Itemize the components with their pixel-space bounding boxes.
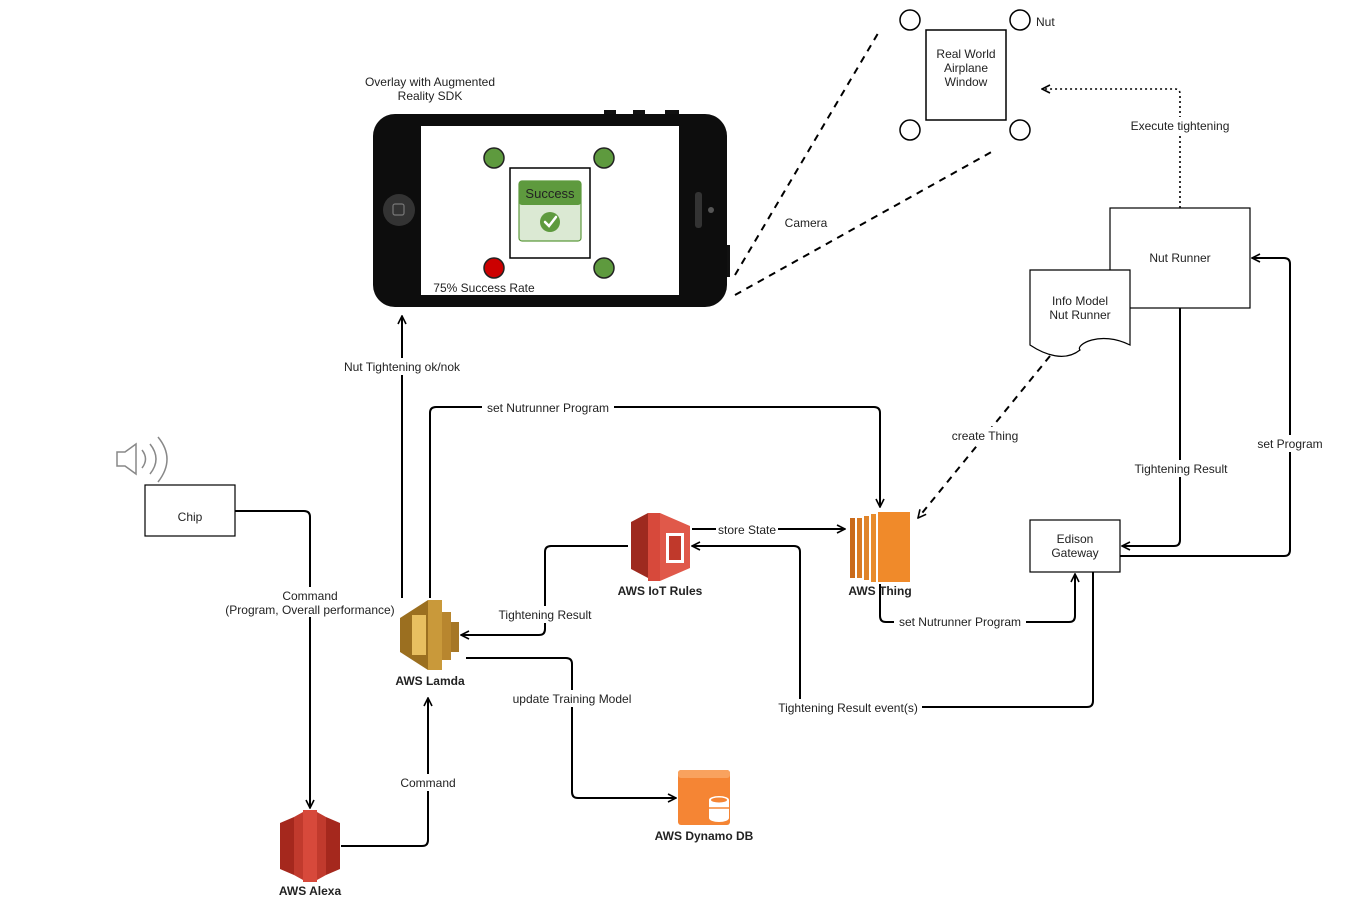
command-line2: (Program, Overall performance)	[225, 603, 394, 617]
command-to-lambda-arrow	[341, 698, 428, 847]
success-label: Success	[525, 186, 575, 201]
aws-iot-rules-icon	[631, 513, 690, 581]
aws-lambda-icon	[400, 600, 459, 670]
command-to-alexa-arrow	[235, 510, 310, 808]
overlay-title-line1: Overlay with Augmented	[365, 75, 495, 89]
nut-ok-icon	[593, 257, 615, 279]
command-alexa-label: Command	[400, 776, 455, 790]
nut-icon	[1009, 119, 1031, 141]
camera-view-line	[734, 29, 881, 276]
tightening-events-label: Tightening Result event(s)	[778, 701, 918, 715]
edison-line1: Edison	[1057, 532, 1094, 546]
set-program-arrow	[1120, 258, 1291, 557]
success-rate: 75% Success Rate	[433, 281, 535, 295]
edison-line2: Gateway	[1051, 546, 1098, 560]
nut-icon	[899, 9, 921, 31]
camera-view-line	[734, 149, 996, 296]
info-model-document	[1029, 269, 1131, 357]
home-button-icon	[383, 194, 415, 226]
real-world-line3: Window	[945, 75, 988, 89]
set-nutrunner-program-arrow	[429, 406, 880, 598]
nut-ok-icon	[483, 147, 505, 169]
speaker-sound-icon	[116, 436, 168, 483]
tightening-result-lambda-label: Tightening Result	[499, 608, 593, 622]
nut-icon	[1009, 9, 1031, 31]
store-state-label: store State	[718, 523, 776, 537]
info-model-line1: Info Model	[1052, 294, 1108, 308]
speaker-icon	[695, 192, 702, 228]
update-training-label: update Training Model	[513, 692, 632, 706]
create-thing-label: create Thing	[952, 429, 1019, 443]
execute-tightening-label: Execute tightening	[1131, 119, 1230, 133]
aws-alexa-icon	[280, 810, 340, 882]
set-program-label: set Program	[1257, 437, 1322, 451]
info-model-line2: Nut Runner	[1049, 308, 1110, 322]
aws-alexa-label: AWS Alexa	[279, 884, 342, 898]
tightening-result-to-lambda-arrow	[461, 545, 628, 635]
real-world-window	[925, 29, 1007, 121]
checkmark-icon	[540, 212, 560, 232]
edison-gateway-box	[1029, 519, 1121, 573]
execute-tightening-arrow	[1042, 89, 1181, 208]
real-world-line2: Airplane	[944, 61, 988, 75]
tightening-result-nr-label: Tightening Result	[1135, 462, 1229, 476]
tightening-result-arrow	[1122, 308, 1181, 546]
aws-dynamo-db-label: AWS Dynamo DB	[655, 829, 754, 843]
overlay-title-line2: Reality SDK	[398, 89, 463, 103]
set-nutrunner-top-label: set Nutrunner Program	[487, 401, 609, 415]
aws-dynamo-db-icon	[678, 770, 730, 825]
nut-label: Nut	[1036, 15, 1055, 29]
camera-label: Camera	[785, 216, 828, 230]
real-world-line1: Real World	[936, 47, 995, 61]
success-badge: Success	[518, 180, 582, 242]
nut-icon	[899, 119, 921, 141]
nut-nok-icon	[483, 257, 505, 279]
aws-lambda-label: AWS Lamda	[395, 674, 465, 688]
set-nutrunner-bottom-label: set Nutrunner Program	[899, 615, 1021, 629]
update-training-arrow	[466, 657, 676, 798]
chip-label: Chip	[178, 510, 203, 524]
nut-tightening-label: Nut Tightening ok/nok	[344, 360, 461, 374]
aws-iot-rules-label: AWS IoT Rules	[618, 584, 703, 598]
command-line1: Command	[282, 589, 337, 603]
nut-ok-icon	[593, 147, 615, 169]
aws-thing-icon	[850, 512, 910, 582]
camera-lens-icon	[708, 207, 714, 213]
nut-runner-box	[1109, 207, 1251, 309]
nut-runner-label: Nut Runner	[1149, 251, 1210, 265]
